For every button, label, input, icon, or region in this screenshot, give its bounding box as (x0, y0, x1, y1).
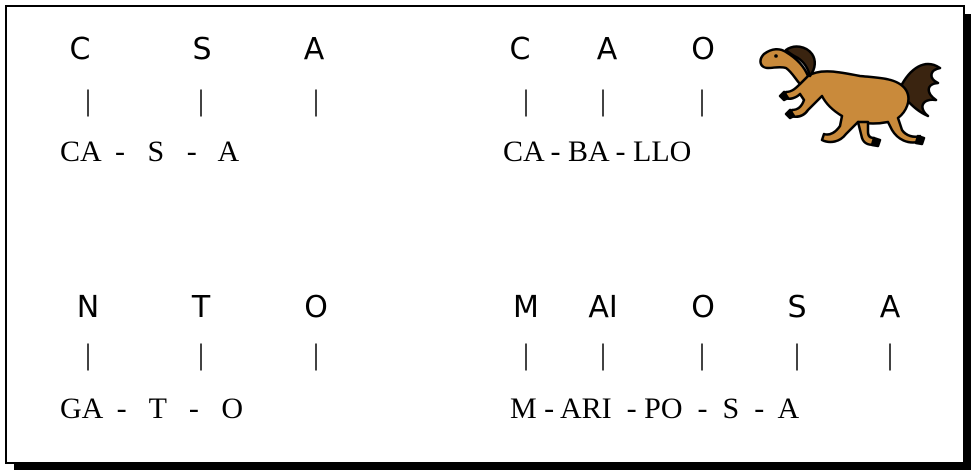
syllable-letter: N (76, 290, 100, 325)
syllable-letter: M (513, 290, 539, 325)
frame-shadow-bottom (14, 462, 971, 470)
connector-line: | (312, 338, 320, 371)
connector-line: | (599, 84, 607, 117)
syllable-letter: O (304, 290, 328, 325)
syllable-letter: AI (588, 290, 618, 325)
connector-line: | (793, 338, 801, 371)
syllabified-word: M - ARI - PO - S - A (510, 392, 800, 425)
syllable-letter: S (787, 290, 807, 325)
syllabified-word: GA - T - O (60, 392, 244, 425)
syllable-letter: O (691, 290, 715, 325)
connector-line: | (886, 338, 894, 371)
connector-line: | (84, 338, 92, 371)
connector-line: | (84, 84, 92, 117)
syllable-letter: O (691, 32, 715, 67)
connector-line: | (312, 84, 320, 117)
syllabified-word: CA - S - A (60, 135, 240, 168)
connector-line: | (698, 338, 706, 371)
connector-line: | (599, 338, 607, 371)
syllable-letter: A (596, 32, 618, 67)
connector-line: | (522, 84, 530, 117)
connector-line: | (197, 84, 205, 117)
connector-line: | (522, 338, 530, 371)
horse-illustration (759, 45, 942, 148)
syllable-letter: C (69, 32, 91, 67)
syllable-letter: T (191, 290, 211, 325)
syllabified-word: CA - BA - LLO (503, 135, 692, 168)
connector-line: | (197, 338, 205, 371)
frame-shadow-right (963, 14, 971, 468)
syllable-letter: C (509, 32, 531, 67)
connector-line: | (698, 84, 706, 117)
syllable-letter: A (879, 290, 901, 325)
syllable-letter: S (192, 32, 212, 67)
syllable-letter: A (303, 32, 325, 67)
